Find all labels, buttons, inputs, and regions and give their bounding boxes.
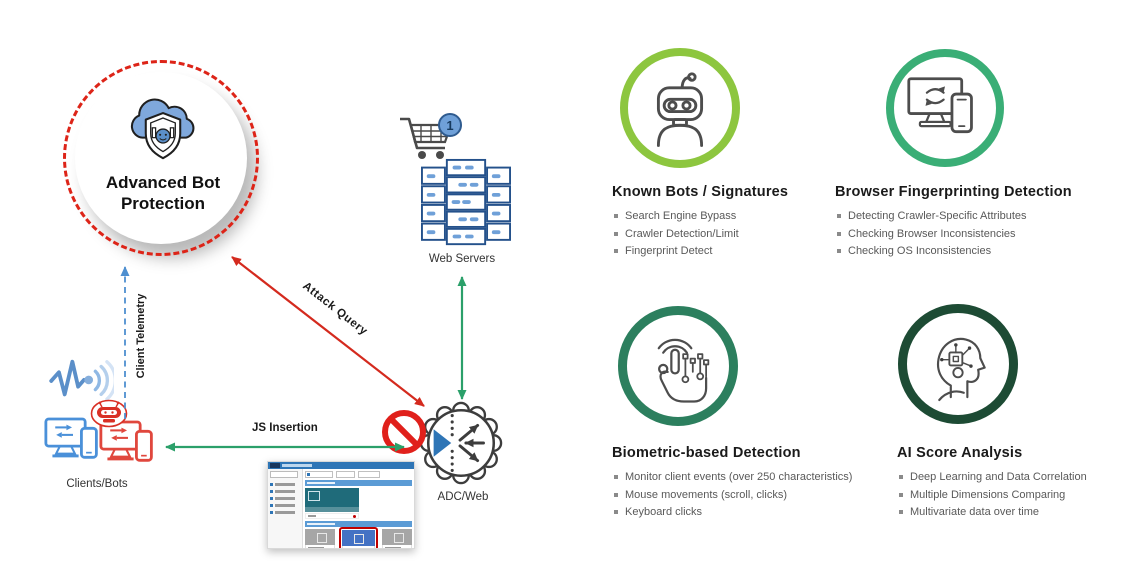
feature-title-ai-score: AI Score Analysis	[897, 445, 1023, 461]
feature-title-known-bots: Known Bots / Signatures	[612, 184, 789, 200]
console-highlight-box	[339, 527, 378, 548]
web-servers-label: Web Servers	[428, 253, 496, 265]
console-sidebar	[268, 469, 303, 548]
console-main	[303, 469, 414, 548]
bot-alert-icon	[90, 399, 128, 428]
known-bots-ring	[620, 48, 740, 168]
hand-touch-icon	[657, 338, 710, 403]
feature-title-biometric: Biometric-based Detection	[612, 445, 801, 461]
embedded-console-screenshot	[267, 461, 415, 549]
feature-bullet: Monitor client events (over 250 characte…	[613, 471, 852, 484]
attack-query-label: Attack Query	[300, 280, 370, 338]
biometric-ring	[618, 306, 738, 426]
console-card	[305, 529, 335, 548]
client-telemetry-label: Client Telemetry	[135, 293, 147, 379]
feature-bullet: Search Engine Bypass	[613, 210, 739, 223]
feature-bullet: Crawler Detection/Limit	[613, 228, 739, 241]
ai-score-ring	[898, 304, 1018, 424]
protection-title: Advanced Bot Protection	[105, 173, 221, 213]
feature-bullets-ai-score: Deep Learning and Data Correlation Multi…	[898, 471, 1087, 524]
adc-gear-icon	[419, 401, 503, 485]
shopping-cart-icon: 1	[400, 113, 462, 159]
feature-bullet: Detecting Crawler-Specific Attributes	[836, 210, 1027, 223]
feature-bullet: Checking OS Inconsistencies	[836, 245, 1027, 258]
feature-bullet: Keyboard clicks	[613, 506, 852, 519]
console-teal-card	[305, 488, 359, 512]
feature-bullets-browser-fingerprinting: Detecting Crawler-Specific Attributes Ch…	[836, 210, 1027, 263]
cloud-shield-bot-icon	[130, 98, 195, 160]
web-servers-icon	[421, 158, 511, 246]
browser-fingerprint-ring	[886, 49, 1004, 167]
prohibition-icon	[382, 410, 426, 454]
client-devices-icon	[44, 417, 98, 459]
cart-badge-count: 1	[446, 118, 453, 133]
clients-bots-label: Clients/Bots	[66, 478, 128, 490]
adc-web-label: ADC/Web	[437, 491, 489, 503]
feature-title-browser-fingerprinting: Browser Fingerprinting Detection	[835, 184, 1072, 200]
feature-bullet: Mouse movements (scroll, clicks)	[613, 489, 852, 502]
feature-bullet: Deep Learning and Data Correlation	[898, 471, 1087, 484]
js-insertion-label: JS Insertion	[252, 422, 318, 434]
feature-bullet: Checking Browser Inconsistencies	[836, 228, 1027, 241]
ai-head-icon	[936, 337, 986, 402]
bot-devices-icon	[99, 420, 153, 462]
feature-bullets-known-bots: Search Engine Bypass Crawler Detection/L…	[613, 210, 739, 263]
feature-bullet: Multiple Dimensions Comparing	[898, 489, 1087, 502]
protection-dashed-circle	[63, 60, 259, 256]
console-card-highlighted	[342, 530, 375, 548]
feature-bullet: Multivariate data over time	[898, 506, 1087, 519]
devices-sync-icon	[907, 77, 973, 134]
telemetry-pulse-icon	[49, 359, 114, 401]
attack-query-arrow	[231, 256, 425, 407]
console-card	[382, 529, 412, 548]
console-titlebar	[268, 462, 414, 469]
robot-icon	[656, 72, 704, 147]
feature-bullets-biometric: Monitor client events (over 250 characte…	[613, 471, 852, 524]
feature-bullet: Fingerprint Detect	[613, 245, 739, 258]
